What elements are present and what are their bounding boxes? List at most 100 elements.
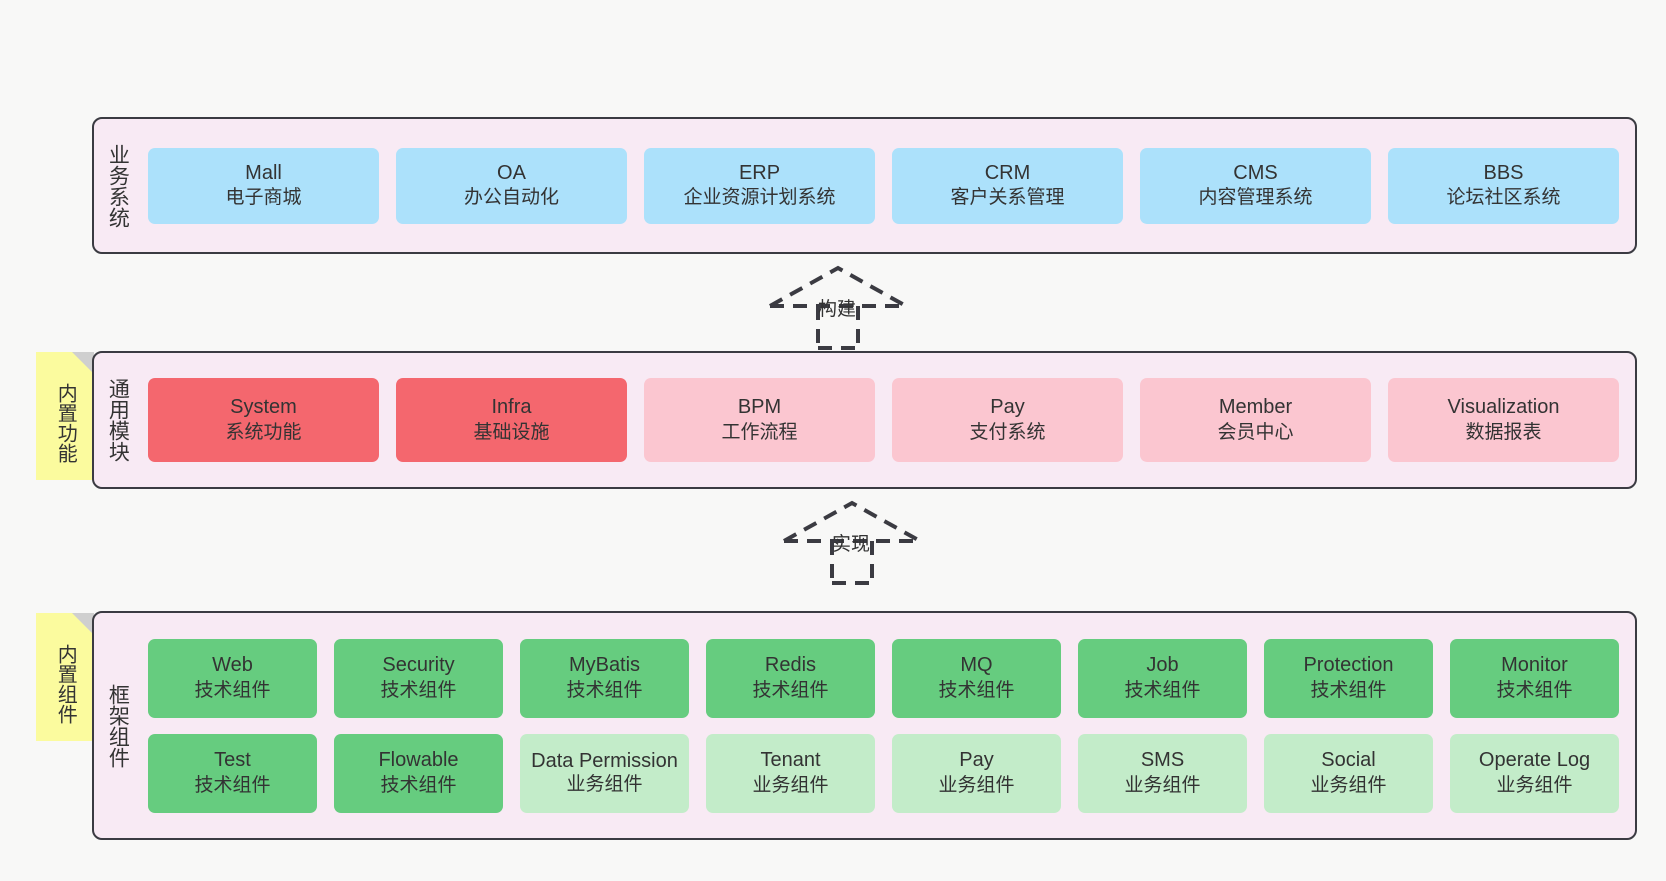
connector-build-arrow-icon <box>769 265 907 350</box>
card-subtitle: 技术组件 <box>194 774 271 796</box>
card-title: Protection <box>1303 654 1394 677</box>
card-subtitle: 业务组件 <box>1496 774 1573 796</box>
card-operate-log[interactable]: Operate Log 业务组件 <box>1450 733 1619 813</box>
card-title: Data Permission <box>531 749 678 772</box>
card-title: Pay <box>990 396 1025 419</box>
connector-build-label: 构建 <box>818 299 857 320</box>
card-subtitle: 业务组件 <box>1124 774 1201 796</box>
card-subtitle: 业务组件 <box>1310 774 1387 796</box>
sticky-note-builtin-components: 内置组件 <box>36 613 94 741</box>
card-subtitle: 技术组件 <box>380 679 457 701</box>
card-erp[interactable]: ERP 企业资源计划系统 <box>644 147 875 224</box>
card-subtitle: 技术组件 <box>1496 679 1573 701</box>
card-monitor[interactable]: Monitor 技术组件 <box>1450 638 1619 718</box>
card-security[interactable]: Security 技术组件 <box>334 638 503 718</box>
card-title: Mall <box>245 161 282 184</box>
card-row: Mall 电子商城 OA 办公自动化 ERP 企业资源计划系统 CRM 客户关系… <box>148 147 1619 224</box>
connector-implement-label: 实现 <box>832 534 871 555</box>
card-title: Social <box>1321 749 1376 772</box>
layer-label-business-systems: 业务系统 <box>106 143 130 228</box>
card-subtitle: 技术组件 <box>1310 679 1387 701</box>
layer-label-framework-components: 框架组件 <box>106 683 130 768</box>
card-subtitle: 工作流程 <box>721 421 798 443</box>
connector-implement-arrow-icon <box>783 500 921 585</box>
card-title: Member <box>1218 396 1293 419</box>
card-title: Operate Log <box>1478 749 1591 772</box>
connector-implement: 实现 <box>774 493 974 585</box>
card-member[interactable]: Member 会员中心 <box>1140 378 1371 462</box>
card-title: SMS <box>1140 749 1185 772</box>
card-crm[interactable]: CRM 客户关系管理 <box>892 147 1123 224</box>
card-test[interactable]: Test 技术组件 <box>148 733 317 813</box>
card-subtitle: 技术组件 <box>194 679 271 701</box>
card-title: ERP <box>738 161 781 184</box>
card-pay[interactable]: Pay 支付系统 <box>892 378 1123 462</box>
card-oa[interactable]: OA 办公自动化 <box>396 147 627 224</box>
card-redis[interactable]: Redis 技术组件 <box>706 638 875 718</box>
layer-body-common-modules: System 系统功能 Infra 基础设施 BPM 工作流程 Pay 支付系统… <box>140 353 1635 487</box>
card-title: Security <box>382 654 455 677</box>
card-title: System <box>230 396 297 419</box>
card-data-permission[interactable]: Data Permission 业务组件 <box>520 733 689 813</box>
card-mall[interactable]: Mall 电子商城 <box>148 147 379 224</box>
card-mybatis[interactable]: MyBatis 技术组件 <box>520 638 689 718</box>
card-subtitle: 企业资源计划系统 <box>683 187 836 209</box>
layer-body-business-systems: Mall 电子商城 OA 办公自动化 ERP 企业资源计划系统 CRM 客户关系… <box>140 119 1635 252</box>
layer-label-common-modules: 通用模块 <box>106 378 130 462</box>
card-subtitle: 数据报表 <box>1465 421 1542 443</box>
card-protection[interactable]: Protection 技术组件 <box>1264 638 1433 718</box>
layer-body-framework-components: Web 技术组件 Security 技术组件 MyBatis 技术组件 Redi… <box>140 613 1635 838</box>
card-web[interactable]: Web 技术组件 <box>148 638 317 718</box>
card-subtitle: 系统功能 <box>225 421 302 443</box>
sticky-fold-corner-icon <box>72 613 94 635</box>
card-subtitle: 技术组件 <box>752 679 829 701</box>
layer-business-systems[interactable]: 业务系统 Mall 电子商城 OA 办公自动化 ERP 企业资源计划系统 CRM… <box>92 117 1637 254</box>
card-title: MQ <box>960 654 993 677</box>
card-subtitle: 电子商城 <box>225 187 302 209</box>
card-subtitle: 办公自动化 <box>463 187 559 209</box>
card-bpm[interactable]: BPM 工作流程 <box>644 378 875 462</box>
card-subtitle: 业务组件 <box>566 773 643 795</box>
card-subtitle: 业务组件 <box>938 774 1015 796</box>
layer-framework-components[interactable]: 框架组件 Web 技术组件 Security 技术组件 MyBatis 技术组件… <box>92 611 1637 840</box>
card-row: System 系统功能 Infra 基础设施 BPM 工作流程 Pay 支付系统… <box>148 378 1619 462</box>
card-mq[interactable]: MQ 技术组件 <box>892 638 1061 718</box>
card-job[interactable]: Job 技术组件 <box>1078 638 1247 718</box>
card-subtitle: 技术组件 <box>566 679 643 701</box>
card-title: CMS <box>1233 161 1278 184</box>
card-system[interactable]: System 系统功能 <box>148 378 379 462</box>
card-subtitle: 业务组件 <box>752 774 829 796</box>
card-title: Tenant <box>760 749 821 772</box>
card-title: Web <box>212 654 253 677</box>
card-title: CRM <box>984 161 1031 184</box>
card-subtitle: 客户关系管理 <box>950 187 1065 209</box>
card-cms[interactable]: CMS 内容管理系统 <box>1140 147 1371 224</box>
card-title: Flowable <box>378 749 459 772</box>
card-title: BBS <box>1483 161 1524 184</box>
card-subtitle: 内容管理系统 <box>1198 187 1313 209</box>
connector-build: 构建 <box>760 258 960 350</box>
card-title: Monitor <box>1501 654 1568 677</box>
card-flowable[interactable]: Flowable 技术组件 <box>334 733 503 813</box>
card-subtitle: 支付系统 <box>969 421 1046 443</box>
card-title: Redis <box>764 654 817 677</box>
card-subtitle: 会员中心 <box>1217 421 1294 443</box>
card-infra[interactable]: Infra 基础设施 <box>396 378 627 462</box>
layer-common-modules[interactable]: 通用模块 System 系统功能 Infra 基础设施 BPM 工作流程 Pay… <box>92 351 1637 489</box>
sticky-note-builtin-functions: 内置功能 <box>36 352 94 480</box>
card-bbs[interactable]: BBS 论坛社区系统 <box>1388 147 1619 224</box>
card-social[interactable]: Social 业务组件 <box>1264 733 1433 813</box>
card-row: Test 技术组件 Flowable 技术组件 Data Permission … <box>148 733 1619 813</box>
card-title: BPM <box>737 396 782 419</box>
card-title: Visualization <box>1447 396 1560 419</box>
card-row: Web 技术组件 Security 技术组件 MyBatis 技术组件 Redi… <box>148 638 1619 718</box>
card-tenant[interactable]: Tenant 业务组件 <box>706 733 875 813</box>
sticky-fold-corner-icon <box>72 352 94 374</box>
card-visualization[interactable]: Visualization 数据报表 <box>1388 378 1619 462</box>
card-subtitle: 技术组件 <box>938 679 1015 701</box>
card-title: MyBatis <box>568 654 641 677</box>
card-sms[interactable]: SMS 业务组件 <box>1078 733 1247 813</box>
card-pay-component[interactable]: Pay 业务组件 <box>892 733 1061 813</box>
sticky-note-label: 内置组件 <box>54 644 77 724</box>
